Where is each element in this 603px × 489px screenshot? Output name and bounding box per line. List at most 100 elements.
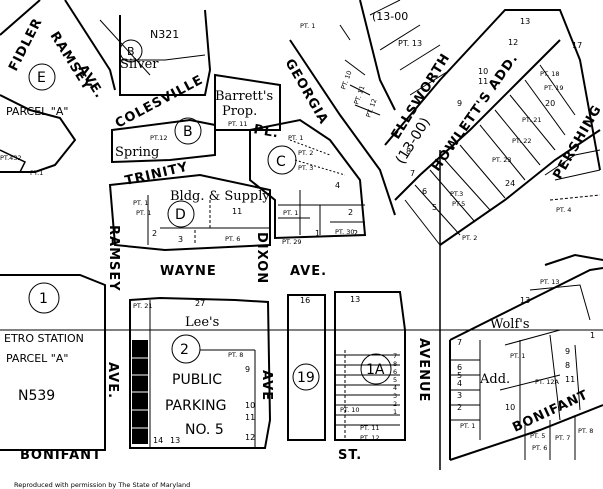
lot-2: 2 (152, 229, 157, 238)
lot-8-a: 8 (393, 360, 397, 368)
lot-pt1-w2: PT. 1 (510, 352, 525, 360)
label-barretts: Barrett's (215, 89, 273, 104)
parcel-c: C (276, 154, 286, 170)
label-public: PUBLIC (172, 372, 222, 388)
street-ave-parking: AVE (259, 370, 274, 401)
lot-4-a: 4 (393, 384, 397, 392)
lot-pt2: PT. 2 (298, 149, 313, 157)
lot-3-a: 3 (393, 392, 397, 400)
lot-pt7-b: PT. 7 (555, 434, 570, 442)
lot-8-w: 8 (565, 361, 570, 370)
street-pl: PL. (252, 122, 280, 141)
lot-pt10: PT. 10 (339, 70, 353, 91)
lot-10: 10 (245, 401, 255, 410)
label-silver: Silver (120, 57, 159, 72)
lot-w3: 3 (457, 391, 462, 400)
label-metro-station: ETRO STATION (4, 332, 84, 345)
lot-pt30: PT. 30 (335, 228, 355, 236)
street-colesville: COLESVILLE (113, 73, 206, 132)
street-labels: FIDLER RAMSEY AVE. COLESVILLE GEORGIA EL… (6, 16, 603, 463)
lot-2-d: 2 (353, 229, 358, 238)
lot-27: 27 (195, 299, 205, 308)
lot-pt12: PT. 12 (364, 98, 378, 119)
lot-pt2-r: PT. 2 (462, 234, 477, 242)
lot-pt11-a: PT. 11 (360, 424, 380, 432)
lot-pt19: PT. 19 (544, 84, 564, 92)
parcel-1: 1 (39, 291, 48, 307)
lot-w5: 5 (457, 371, 462, 380)
lot-pt21: PT. 21 (522, 116, 542, 124)
lot-pt1-gen: PT. 1 (288, 134, 303, 142)
lot-w7: 7 (457, 338, 462, 347)
lot-1-a: 1 (393, 408, 397, 416)
lot-7-a: 7 (393, 352, 397, 360)
lot-pt1-b: PT. 1 (283, 209, 298, 217)
lot-pt3-r: PT.3 (450, 190, 463, 198)
lot-w2: 2 (457, 403, 462, 412)
parcel-2: 2 (180, 342, 189, 358)
lot-pt5: PT.5 (452, 200, 465, 208)
parcel-19: 19 (297, 370, 315, 386)
street-bonifant-left: BONIFANT (20, 448, 102, 463)
lot-pt23: PT. 23 (492, 156, 512, 164)
lot-2-b: 2 (348, 208, 353, 217)
lot-1-w: 1 (590, 331, 595, 340)
lot-13-r: 13 (520, 17, 530, 26)
lot-8: 8 (406, 147, 411, 156)
label-pt11-barrett: PT. 11 (228, 120, 248, 128)
lot-11-r: 11 (478, 77, 488, 86)
lot-13-g: 13 (350, 295, 360, 304)
map-linework (0, 0, 603, 470)
lot-6-r: 6 (422, 187, 427, 196)
label-wolfs: Wolf's (490, 317, 530, 332)
lot-9-r: 9 (457, 99, 462, 108)
lot-24: 24 (505, 179, 515, 188)
street-ave-mid: AVE. (290, 264, 327, 279)
street-ave-left: AVE. (105, 362, 120, 399)
lot-17: 17 (572, 41, 582, 50)
street-wayne: WAYNE (160, 264, 217, 279)
lot-11-w: 11 (565, 375, 575, 384)
lot-pt8-b: PT. 8 (578, 427, 593, 435)
lot-14: 14 (153, 436, 163, 445)
lot-labels: 27 PT. 21 3 2 PT. 1 11 PT. 6 4 13 16 9 1… (133, 17, 595, 452)
lot-6-a: 6 (393, 368, 397, 376)
lot-pt29: PT. 29 (282, 238, 302, 246)
lot-pt1-d: PT. 1 (136, 209, 151, 217)
lot-w4: 4 (457, 379, 462, 388)
lot-4: 4 (335, 181, 340, 190)
lot-9: 9 (245, 365, 250, 374)
lot-12: 12 (245, 433, 255, 442)
parcel-1a: 1A (366, 362, 385, 378)
lot-5-a: 5 (393, 376, 397, 384)
label-spring: Spring (115, 145, 159, 160)
street-trinity: TRINITY (124, 160, 190, 189)
lot-w13: 13 (520, 296, 530, 305)
label-parcel-a-left: PARCEL "A" (6, 352, 68, 365)
label-n539: N539 (18, 388, 55, 404)
lot-9-w: 9 (565, 347, 570, 356)
label-add: Add. (479, 372, 510, 387)
lot-pt22: PT. 22 (512, 137, 532, 145)
lot-pt12-a: PT. 12 (360, 434, 380, 442)
parcel-b-top: B (127, 45, 135, 58)
lot-7: 7 (410, 169, 415, 178)
footer-credit: Reproduced with permission by The State … (14, 481, 190, 489)
lot-pt12a: PT. 12A (535, 378, 560, 386)
street-ramsey-left: RAMSEY (106, 225, 121, 292)
label-no5: NO. 5 (185, 422, 224, 438)
street-st: ST. (338, 448, 362, 463)
lot-pt5-b: PT. 5 (530, 432, 545, 440)
lot-16: 16 (300, 296, 310, 305)
parcel-b-mid: B (183, 124, 193, 140)
label-parking: PARKING (165, 398, 226, 414)
label-13-00-top: (13-00 (372, 10, 408, 23)
lot-5: 5 (432, 203, 437, 212)
label-bldg-supply: Bldg. & Supply (170, 189, 270, 204)
lot-1-d: 1 (315, 229, 320, 238)
lot-pt1: PT. 1 (133, 199, 148, 207)
lot-20: 20 (545, 99, 555, 108)
lot-11: 11 (232, 207, 242, 216)
label-n321: N321 (150, 28, 179, 41)
lot-10-r: 10 (478, 67, 488, 76)
